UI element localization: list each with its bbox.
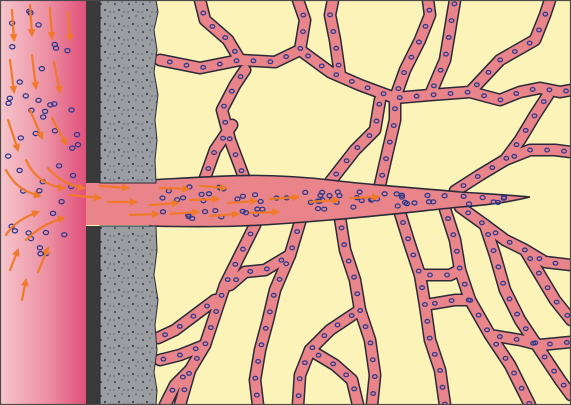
channel-opening — [86, 183, 156, 225]
flow-arrow-icon — [350, 197, 378, 198]
branch-vessel — [420, 270, 460, 275]
wall-dark-layer-bottom — [86, 226, 100, 405]
flow-arrow-icon — [130, 214, 158, 215]
flow-arrow-icon — [190, 199, 218, 200]
wall-gray-layer-top — [100, 0, 158, 183]
wall-gray-layer-bottom — [100, 226, 158, 405]
flow-arrow-icon — [250, 212, 278, 213]
flow-arrow-icon — [160, 188, 188, 189]
wall-dark-layer-top — [86, 0, 100, 183]
branch-vessel — [425, 300, 470, 305]
blood-channel — [0, 0, 86, 405]
